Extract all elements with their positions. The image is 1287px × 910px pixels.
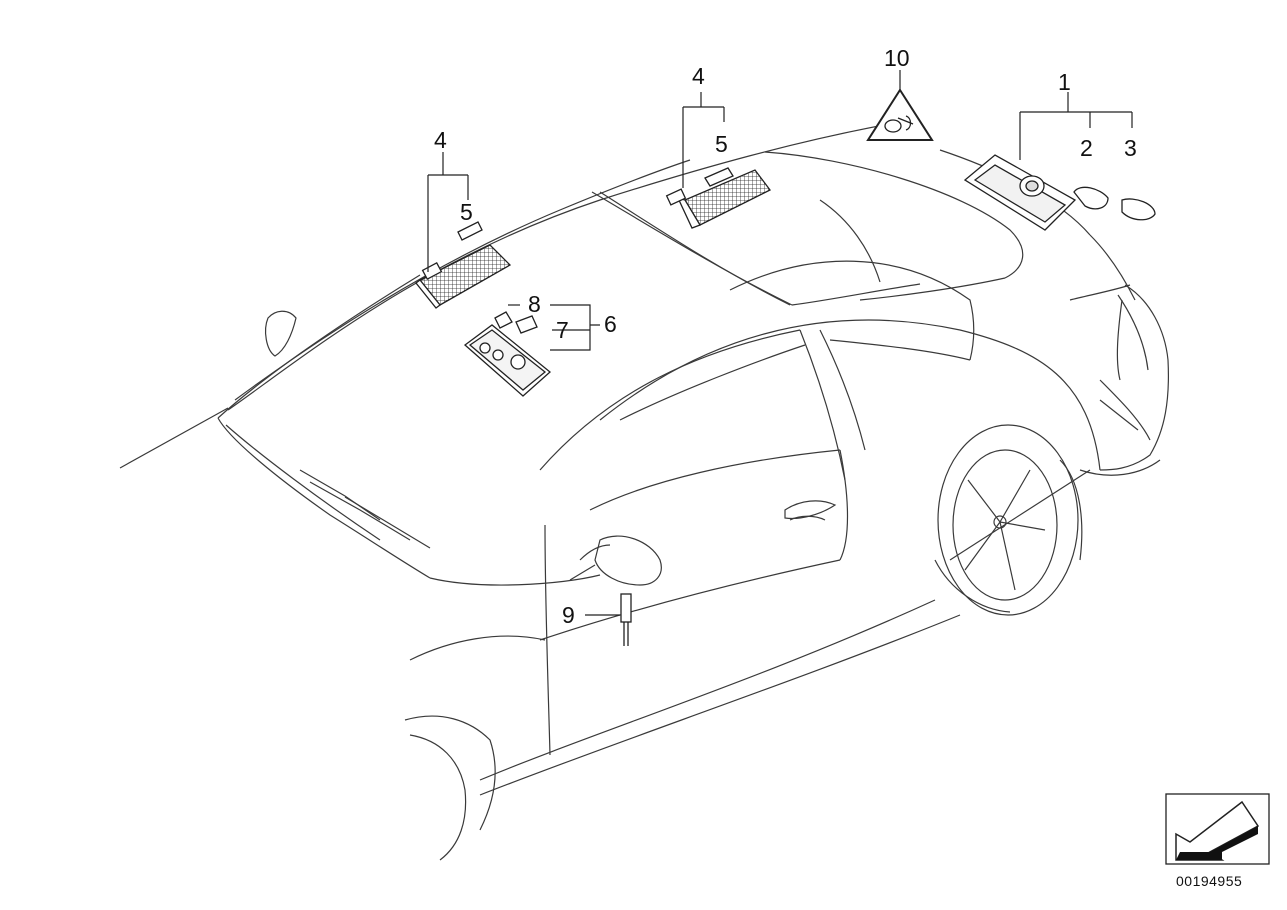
reference-number: 00194955 [1176,873,1242,889]
callout-8: 8 [528,291,541,317]
arrow-down-left-icon[interactable] [1165,793,1270,865]
leader-lines [427,70,1133,616]
ambient-light-triangle-icon [866,88,934,141]
callout-4-left: 4 [434,127,447,153]
callout-6: 6 [604,311,617,337]
callout-2: 2 [1080,135,1093,161]
callout-5-center: 5 [715,131,728,157]
callout-1: 1 [1058,69,1071,95]
reading-light-left [415,221,512,309]
callout-9: 9 [562,602,575,628]
callout-4-center: 4 [692,63,705,89]
callout-5-left: 5 [460,199,473,225]
callout-7: 7 [556,317,569,343]
callout-3: 3 [1124,135,1137,161]
side-marker-bulb [620,593,632,646]
callout-labels: 1 2 3 4 4 5 5 5 6 7 8 9 10 [434,45,1137,628]
callout-10: 10 [884,45,910,71]
door-entry-light [963,154,1156,231]
interior-light-unit [463,311,552,397]
car-outline [119,121,1169,861]
reading-light-center [665,167,771,229]
